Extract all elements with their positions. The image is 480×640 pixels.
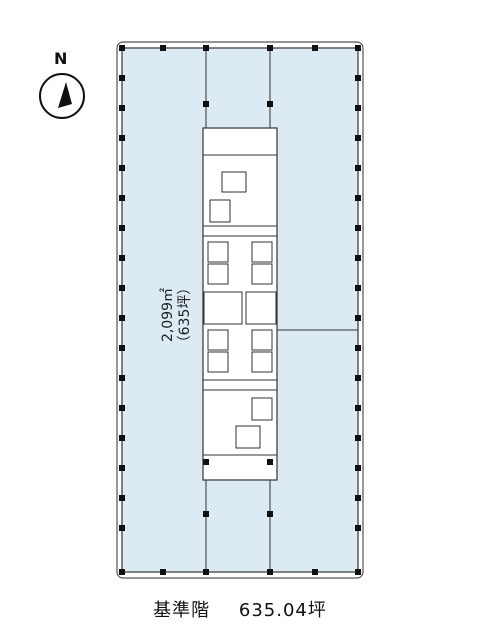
column-right — [355, 285, 361, 291]
column-left — [119, 435, 125, 441]
north-compass: N — [39, 49, 85, 119]
floor-name: 基準階 — [153, 600, 211, 621]
column-right — [355, 195, 361, 201]
column-interior — [203, 101, 209, 107]
structural-lines — [205, 48, 358, 572]
restroom-left — [203, 291, 243, 325]
column-bottom — [267, 569, 273, 575]
column-right — [355, 165, 361, 171]
column-left — [119, 255, 125, 261]
column-top — [312, 45, 318, 51]
column-interior — [203, 511, 209, 517]
column-top — [160, 45, 166, 51]
column-right — [355, 405, 361, 411]
columns — [119, 45, 361, 575]
column-left — [119, 495, 125, 501]
column-bottom — [312, 569, 318, 575]
restroom-right — [245, 291, 277, 325]
elevator-shafts-left — [207, 241, 229, 373]
compass-needle — [58, 82, 72, 108]
column-left — [119, 75, 125, 81]
column-interior — [267, 511, 273, 517]
column-interior — [267, 101, 273, 107]
column-top — [119, 45, 125, 51]
column-right — [355, 315, 361, 321]
column-bottom — [160, 569, 166, 575]
floor-outline-outer — [116, 41, 364, 579]
column-left — [119, 165, 125, 171]
column-left — [119, 525, 125, 531]
floor-area-value: 635.04坪 — [238, 600, 327, 621]
column-right — [355, 105, 361, 111]
column-right — [355, 465, 361, 471]
column-right — [355, 495, 361, 501]
column-left — [119, 405, 125, 411]
column-right — [355, 375, 361, 381]
elevator-bank-lower — [251, 397, 273, 421]
column-right — [355, 435, 361, 441]
column-left — [119, 315, 125, 321]
column-interior — [203, 459, 209, 465]
elevator-bank-upper — [209, 199, 231, 223]
column-bottom — [355, 569, 361, 575]
column-left — [119, 465, 125, 471]
column-right — [355, 135, 361, 141]
elevator-shafts-right — [251, 241, 273, 373]
column-left — [119, 285, 125, 291]
floor-area-sqm: 2,099㎡ — [160, 287, 176, 343]
building-core — [202, 127, 278, 481]
stair-upper — [221, 171, 247, 193]
stair-lower — [235, 425, 261, 449]
column-top — [203, 45, 209, 51]
floor-area-tsubo: （635坪） — [177, 280, 193, 350]
column-left — [119, 135, 125, 141]
column-left — [119, 105, 125, 111]
column-left — [119, 345, 125, 351]
column-left — [119, 225, 125, 231]
column-right — [355, 525, 361, 531]
column-bottom — [203, 569, 209, 575]
column-right — [355, 75, 361, 81]
column-interior — [267, 459, 273, 465]
floor-caption: 基準階 635.04坪 — [0, 596, 480, 622]
column-right — [355, 225, 361, 231]
column-top — [355, 45, 361, 51]
column-right — [355, 345, 361, 351]
floor-area-label: 2,099㎡ （635坪） — [160, 260, 194, 370]
column-left — [119, 375, 125, 381]
column-top — [267, 45, 273, 51]
column-right — [355, 255, 361, 261]
column-left — [119, 195, 125, 201]
column-bottom — [119, 569, 125, 575]
compass-north-label: N — [54, 49, 67, 68]
